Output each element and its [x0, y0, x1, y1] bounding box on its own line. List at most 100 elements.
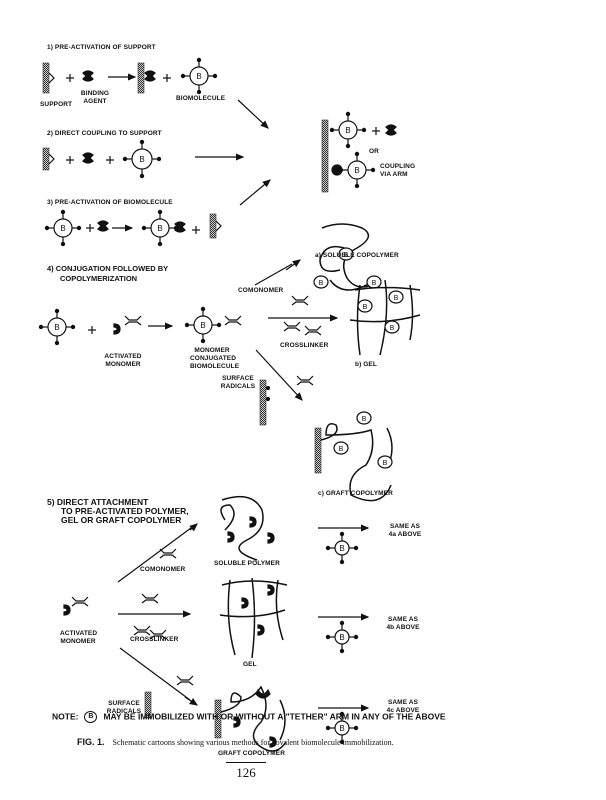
support-icon — [137, 62, 145, 94]
biomolecule-letter: B — [383, 460, 388, 467]
figure-label: FIG. 1. — [77, 737, 105, 747]
monomer-icon — [141, 593, 159, 604]
support-icon — [144, 691, 152, 719]
gel-network — [349, 279, 421, 356]
functional-group — [54, 340, 60, 346]
functional-group — [325, 634, 331, 640]
biomolecule-label: BIOMOLECULE — [176, 95, 226, 102]
monomer-icon — [133, 625, 151, 636]
functional-group — [353, 545, 359, 551]
functional-group — [60, 209, 66, 215]
monomer-icon — [176, 675, 194, 686]
functional-group — [38, 324, 44, 330]
section-2-title: 2) DIRECT COUPLING TO SUPPORT — [47, 130, 162, 137]
functional-group — [361, 127, 367, 133]
monomer-icon — [283, 321, 301, 332]
support-icon — [209, 213, 217, 239]
activated-group-icon — [269, 736, 277, 748]
functional-group — [339, 620, 345, 626]
activated-group-icon — [63, 604, 71, 616]
biomolecule-letter: B — [157, 224, 162, 233]
monomer-icon — [124, 315, 142, 326]
note-prefix: NOTE: — [52, 711, 79, 722]
binding-agent-icon — [82, 152, 94, 164]
biomolecule-letter: B — [196, 72, 201, 81]
binding-agent-icon — [82, 70, 94, 82]
functional-group — [212, 73, 218, 79]
support-notch — [48, 153, 55, 165]
support-label: SUPPORT — [40, 101, 73, 108]
biomolecule-letter: B — [60, 224, 65, 233]
polymer-chain — [220, 495, 264, 561]
activated-group-icon — [267, 584, 275, 596]
functional-group — [339, 648, 345, 654]
comonomer-label-5: COMONOMER — [140, 566, 186, 573]
monomer-icon — [149, 629, 167, 640]
comonomer-label: COMONOMER — [238, 287, 284, 294]
arrow — [239, 179, 271, 206]
biomolecule-icon — [313, 275, 329, 289]
monomer-icon — [224, 315, 242, 326]
graft-chain — [220, 685, 287, 752]
crosslinker-label: CROSSLINKER — [280, 342, 329, 349]
biomolecule-icon — [357, 299, 373, 313]
functional-group — [339, 739, 345, 745]
surface-radicals-label: SURFACE RADICALS — [220, 375, 256, 390]
functional-group — [76, 225, 82, 231]
functional-group — [157, 241, 163, 247]
functional-group — [200, 306, 206, 312]
or-label: OR — [369, 148, 379, 155]
biomolecule-letter: B — [200, 321, 205, 330]
functional-group — [141, 225, 147, 231]
biomolecule-icon — [338, 247, 354, 261]
binding-agent-icon — [144, 70, 156, 82]
biomolecule-letter: B — [372, 280, 377, 287]
activated-group-icon — [255, 688, 271, 699]
line — [117, 524, 196, 583]
crosslinker-label-5: CROSSLINKER — [130, 636, 179, 643]
functional-group — [325, 545, 331, 551]
biomolecule-letter: B — [54, 323, 59, 332]
line — [119, 647, 191, 701]
section-3-title: 3) PRE-ACTIVATION OF BIOMOLECULE — [47, 199, 173, 206]
same-as-4c-label: SAME AS 4c ABOVE — [386, 699, 420, 714]
functional-group — [353, 725, 359, 731]
gel-label: b) GEL — [355, 361, 377, 368]
support-icon — [314, 427, 322, 474]
support-icon — [214, 699, 222, 739]
biomolecule-icon — [388, 290, 404, 304]
functional-group — [44, 225, 50, 231]
binding-agent-icon — [174, 221, 186, 233]
functional-group — [345, 143, 351, 149]
functional-group — [339, 559, 345, 565]
support-notch — [215, 220, 222, 232]
functional-group — [354, 151, 360, 157]
biomolecule-letter: B — [345, 126, 350, 135]
arrow — [184, 696, 198, 706]
note-text: MAY BE IMMOBILIZED WITH OR WITHOUT A "TE… — [103, 711, 446, 722]
radical — [265, 396, 271, 402]
section-1-title: 1) PRE-ACTIVATION OF SUPPORT — [47, 44, 156, 51]
functional-group — [338, 167, 344, 173]
functional-group — [339, 711, 345, 717]
same-as-4a-label: SAME AS 4a ABOVE — [388, 523, 422, 538]
monomer-icon — [159, 548, 177, 559]
binding-agent-icon — [385, 124, 397, 136]
activated-group-icon — [249, 516, 257, 528]
binding-agent-label: BINDING AGENT — [80, 90, 110, 105]
functional-group — [370, 167, 376, 173]
section-5-title-line3: GEL OR GRAFT COPOLYMER — [61, 515, 182, 525]
biomolecule-letter: B — [339, 633, 344, 642]
functional-group — [54, 308, 60, 314]
support-icon — [259, 379, 267, 426]
activated-group-icon — [257, 624, 265, 636]
activated-group-icon — [267, 532, 275, 544]
functional-group — [180, 73, 186, 79]
section-4-title-line2: COPOLYMERIZATION — [60, 274, 138, 283]
activated-group-icon — [113, 323, 121, 335]
biomolecule-letter: B — [319, 280, 324, 287]
activated-group-icon — [233, 716, 241, 728]
page-number: 126 — [226, 762, 266, 781]
gel-network — [219, 577, 288, 659]
